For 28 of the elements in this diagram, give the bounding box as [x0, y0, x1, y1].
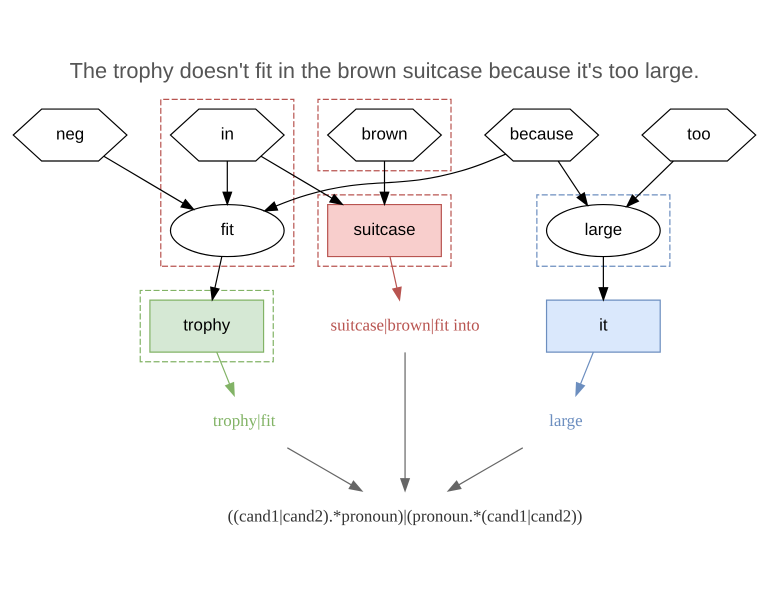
- arrow: [400, 352, 410, 493]
- node-text: suitcase|brown|fit into: [330, 316, 480, 335]
- arrow: [222, 161, 232, 206]
- cluster: [317, 98, 452, 172]
- arrow: [263, 154, 506, 212]
- arrow: [216, 352, 235, 398]
- arrow: [446, 447, 524, 492]
- arrow: [575, 352, 594, 398]
- node-box: suitcase: [327, 204, 442, 258]
- node-text: large: [549, 411, 583, 430]
- node-text: trophy|fit: [212, 411, 276, 430]
- node-box: trophy: [149, 300, 264, 353]
- arrow: [260, 156, 344, 206]
- node-box: it: [546, 300, 661, 353]
- node-text: ((cand1|cand2).*pronoun)|(pronoun.*(cand1|cand2)): [228, 506, 582, 526]
- arrow: [210, 256, 222, 302]
- arrow: [379, 161, 390, 206]
- node-ellipse: fit: [170, 204, 285, 258]
- node-ellipse: large: [546, 204, 661, 258]
- diagram-title: The trophy doesn't fit in the brown suitcase because it's too large.: [70, 58, 700, 84]
- cluster: [160, 98, 294, 267]
- arrow: [287, 447, 364, 492]
- cluster: [140, 290, 274, 362]
- arrow: [625, 160, 674, 208]
- arrow: [598, 256, 608, 302]
- arrow: [558, 160, 588, 207]
- arrow: [389, 256, 402, 302]
- arrow: [104, 156, 196, 210]
